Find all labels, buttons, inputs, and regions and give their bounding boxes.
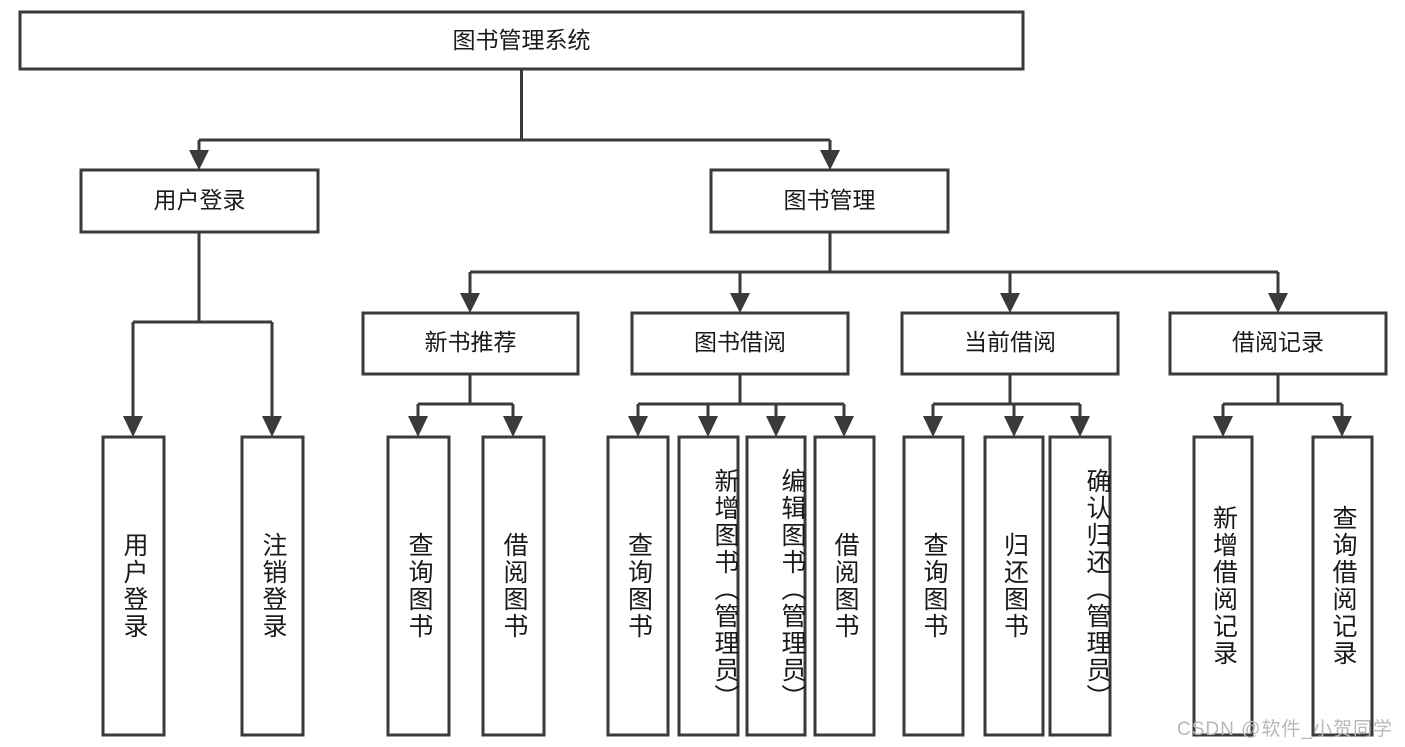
node-book-borrow[interactable] bbox=[630, 311, 850, 376]
node-user-login-label: 用户登录 bbox=[154, 187, 246, 213]
node-leaf-bb-add-book[interactable] bbox=[677, 435, 740, 737]
arrowhead-book-borrow bbox=[730, 293, 750, 313]
node-new-book-recommend[interactable] bbox=[361, 311, 580, 376]
node-book-management-label: 图书管理 bbox=[784, 187, 876, 213]
arrowhead-new-book-recommend bbox=[460, 293, 480, 313]
arrowhead-leaf-user-login bbox=[123, 416, 143, 437]
arrowhead-nbr-leaf1 bbox=[408, 416, 428, 437]
arrowhead-leaf-logout bbox=[262, 416, 282, 437]
arrowhead-cb-leaf1 bbox=[923, 416, 943, 437]
node-leaf-nbr-query-book[interactable] bbox=[386, 435, 451, 737]
node-current-borrow-label: 当前借阅 bbox=[964, 329, 1056, 355]
arrowhead-nbr-leaf2 bbox=[503, 416, 523, 437]
arrowhead-bb-leaf2 bbox=[698, 416, 718, 437]
node-book-management[interactable] bbox=[709, 168, 950, 234]
arrowhead-br-leaf1 bbox=[1213, 416, 1233, 437]
node-user-login[interactable] bbox=[79, 168, 320, 234]
node-new-book-recommend-label: 新书推荐 bbox=[425, 329, 517, 355]
node-borrow-record[interactable] bbox=[1168, 311, 1388, 376]
node-leaf-br-query-record[interactable] bbox=[1311, 435, 1374, 737]
arrowhead-bb-leaf4 bbox=[834, 416, 854, 437]
node-leaf-bb-edit-book[interactable] bbox=[745, 435, 807, 737]
arrowhead-cb-leaf2 bbox=[1004, 416, 1024, 437]
arrowhead-cb-leaf3 bbox=[1070, 416, 1090, 437]
arrowhead-bb-leaf3 bbox=[766, 416, 786, 437]
node-leaf-br-add-record[interactable] bbox=[1192, 435, 1254, 737]
node-leaf-cb-confirm-return[interactable] bbox=[1048, 435, 1112, 737]
arrowhead-book-mgmt bbox=[820, 150, 840, 170]
node-leaf-bb-borrow-book[interactable] bbox=[813, 435, 876, 737]
arrowhead-user-login bbox=[189, 150, 209, 170]
node-leaf-user-login[interactable] bbox=[101, 435, 166, 737]
node-layer: 图书管理系统 用户登录 图书管理 新书推荐 图书借阅 当前借阅 借阅记录 bbox=[18, 10, 1388, 737]
node-leaf-bb-query-book[interactable] bbox=[606, 435, 670, 737]
node-current-borrow[interactable] bbox=[900, 311, 1120, 376]
node-root-system[interactable] bbox=[18, 10, 1025, 71]
arrowhead-current-borrow bbox=[1000, 293, 1020, 313]
node-leaf-logout[interactable] bbox=[240, 435, 305, 737]
node-leaf-nbr-borrow-book[interactable] bbox=[481, 435, 546, 737]
node-leaf-cb-query-book[interactable] bbox=[902, 435, 965, 737]
connector-layer bbox=[123, 69, 1352, 437]
arrowhead-bb-leaf1 bbox=[628, 416, 648, 437]
node-root-system-label: 图书管理系统 bbox=[453, 27, 591, 53]
arrowhead-borrow-record bbox=[1268, 293, 1288, 313]
node-borrow-record-label: 借阅记录 bbox=[1232, 329, 1324, 355]
node-book-borrow-label: 图书借阅 bbox=[694, 329, 786, 355]
watermark-text: CSDN @软件_小贺同学 bbox=[1177, 719, 1393, 740]
arrowhead-br-leaf2 bbox=[1332, 416, 1352, 437]
node-leaf-cb-return-book[interactable] bbox=[983, 435, 1045, 737]
